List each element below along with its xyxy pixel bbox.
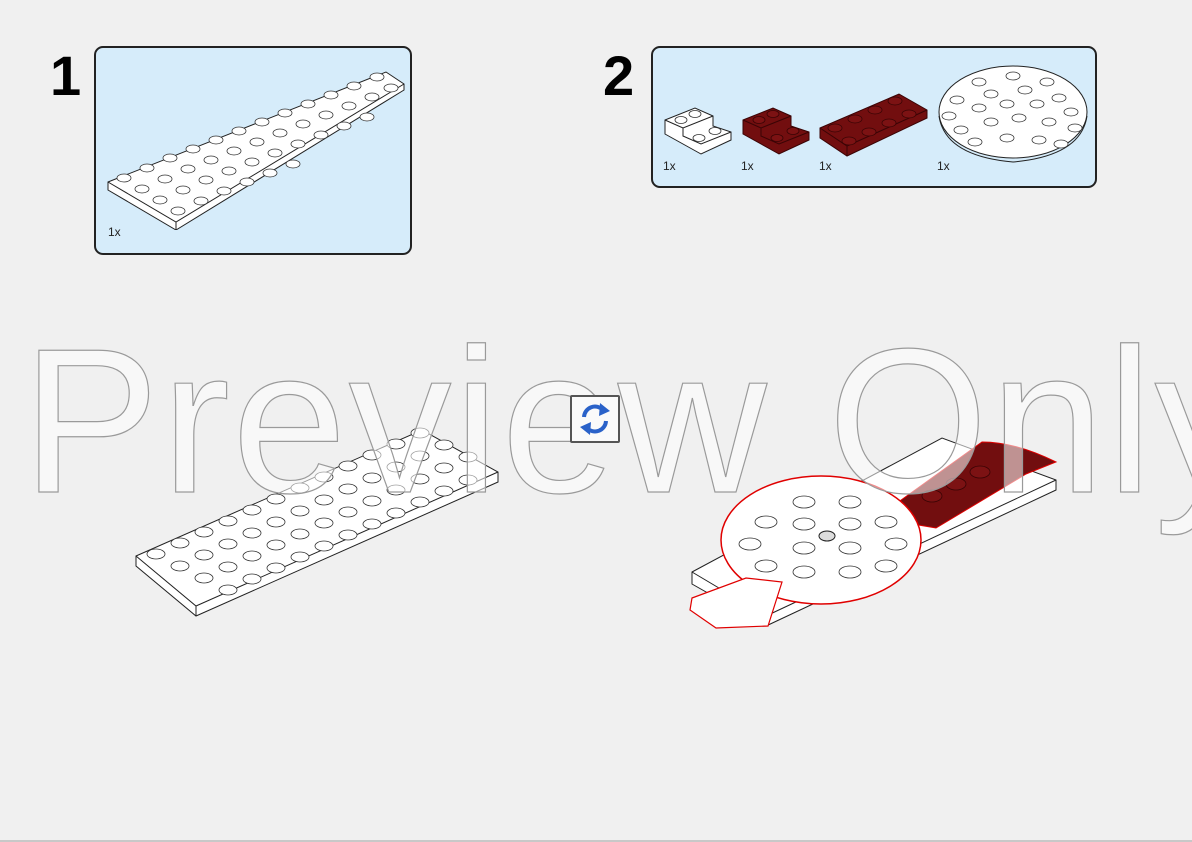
step-1-assembly-view xyxy=(132,420,512,620)
step-number-1: 1 xyxy=(50,44,82,107)
part-slope-inverted-dark-red xyxy=(739,98,811,158)
step-number-2: 2 xyxy=(603,44,635,107)
part-quantity: 1x xyxy=(937,159,950,173)
part-quantity: 1x xyxy=(108,225,121,239)
page-bottom-border xyxy=(0,840,1192,842)
step-2-assembly-view xyxy=(686,432,1066,632)
rotate-view-button[interactable] xyxy=(570,395,620,443)
part-slope-inverted-white xyxy=(661,98,733,158)
parts-list-step-2: 1x 1x 1x 1x xyxy=(651,46,1097,188)
part-plate-2x4-dark-red xyxy=(817,88,931,162)
rotate-icon xyxy=(580,403,610,435)
part-quantity: 1x xyxy=(819,159,832,173)
part-round-plate-6x6-white xyxy=(935,60,1093,164)
part-quantity: 1x xyxy=(663,159,676,173)
part-quantity: 1x xyxy=(741,159,754,173)
part-plate-4x12-white xyxy=(106,60,406,230)
parts-list-step-1: 1x xyxy=(94,46,412,255)
